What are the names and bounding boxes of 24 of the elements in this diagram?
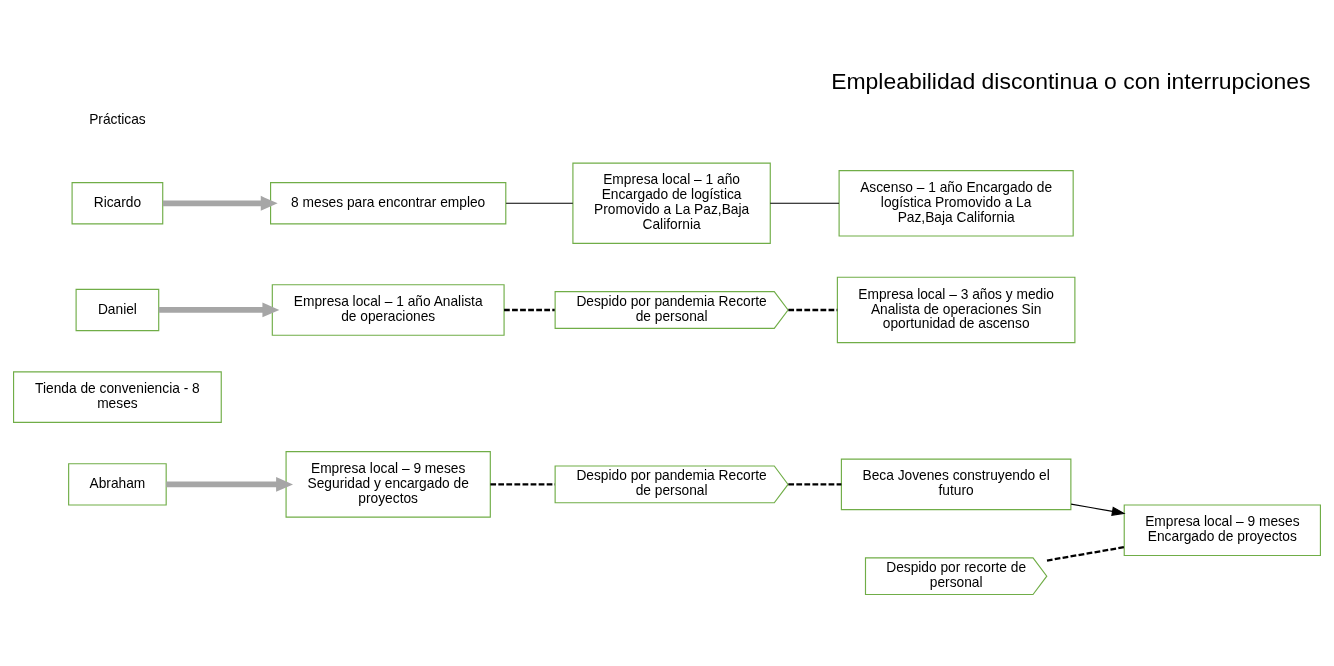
connector (1046, 545, 1125, 562)
label: Prácticas (89, 111, 146, 127)
node-box: Empresa local – 3 años y medio Analista de operaciones Sin oportunidad de ascenso (836, 276, 1076, 343)
node-box: Abraham (68, 462, 167, 506)
node-box: Beca Jovenes construyendo el futuro (840, 458, 1072, 510)
node-box: Daniel (75, 288, 160, 331)
arrow (158, 302, 280, 317)
node-box: 8 meses para encontrar empleo (270, 181, 507, 224)
node-box: Empresa local – 9 meses Encargado de proyectos (1123, 503, 1321, 556)
arrow (1070, 503, 1126, 516)
diagram-title: Empleabilidad discontinua o con interrupciones (831, 67, 1311, 94)
node-box: Tienda de conveniencia - 8 meses (13, 370, 222, 423)
arrow (162, 195, 278, 211)
node-box: Empresa local – 1 año Analista de operaciones (271, 283, 505, 336)
connector (504, 308, 555, 311)
node-box: Empresa local – 1 año Encargado de logística Promovido a La Paz,Baja California (572, 162, 771, 244)
connector (769, 202, 840, 204)
connector (788, 482, 842, 486)
node-box: Ascenso – 1 año Encargado de logística Promovido a La Paz,Baja California (838, 169, 1074, 237)
connector (490, 482, 555, 486)
arrow (166, 476, 293, 492)
node-box: Ricardo (71, 181, 164, 224)
node-box: Empresa local – 9 meses Seguridad y encargado de proyectos (285, 450, 491, 518)
connector (505, 202, 574, 204)
